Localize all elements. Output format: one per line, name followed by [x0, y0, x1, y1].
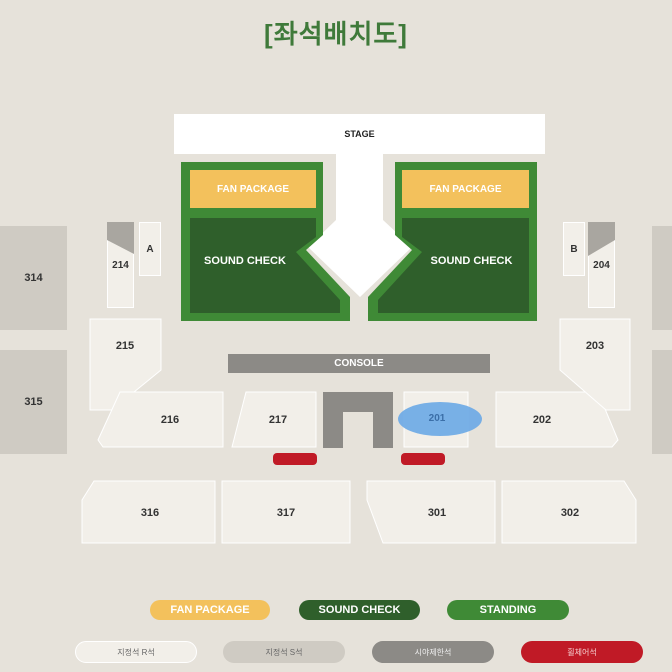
- stage: STAGE: [174, 114, 545, 154]
- section-204-label: 204: [593, 259, 610, 271]
- legend-restricted-view: 시야제한석: [372, 641, 494, 663]
- floor-left-sound-check[interactable]: SOUND CHECK: [204, 255, 286, 267]
- legend-sound-check: SOUND CHECK: [299, 600, 420, 620]
- section-214-label: 214: [112, 259, 129, 271]
- page-title: [좌석배치도]: [264, 19, 408, 49]
- floor-right-fan-package[interactable]: FAN PACKAGE: [402, 170, 529, 208]
- section-B[interactable]: B: [563, 222, 585, 276]
- section-315-label: 315: [24, 396, 43, 408]
- legend-fan-package: FAN PACKAGE: [150, 600, 270, 620]
- legend-wheelchair: 휠체어석: [521, 641, 643, 663]
- legend-standing: STANDING: [447, 600, 569, 620]
- floor-left-fan-package[interactable]: FAN PACKAGE: [190, 170, 316, 208]
- section-216[interactable]: 216: [160, 414, 180, 426]
- section-217[interactable]: 217: [268, 414, 288, 426]
- section-203[interactable]: 203: [585, 340, 605, 352]
- section-201[interactable]: 201: [428, 413, 446, 424]
- legend-reserved-s: 지정석 S석: [223, 641, 345, 663]
- section-317[interactable]: 317: [276, 507, 296, 519]
- console: CONSOLE: [228, 354, 490, 373]
- section-314-label: 314: [24, 272, 43, 284]
- section-A[interactable]: A: [139, 222, 161, 276]
- section-202[interactable]: 202: [532, 414, 552, 426]
- section-315[interactable]: 315: [0, 350, 67, 454]
- section-302[interactable]: 302: [560, 507, 580, 519]
- wheelchair-right[interactable]: [401, 453, 445, 465]
- wheelchair-left[interactable]: [273, 453, 317, 465]
- section-A-label: A: [146, 243, 154, 255]
- section-314[interactable]: 314: [0, 226, 67, 330]
- floor-right-sound-check[interactable]: SOUND CHECK: [430, 255, 513, 267]
- section-316[interactable]: 316: [140, 507, 160, 519]
- section-215[interactable]: 215: [115, 340, 135, 352]
- section-301[interactable]: 301: [427, 507, 447, 519]
- section-right-upper[interactable]: [652, 226, 672, 330]
- section-B-label: B: [570, 243, 578, 255]
- legend-reserved-r: 지정석 R석: [75, 641, 197, 663]
- section-right-lower[interactable]: [652, 350, 672, 454]
